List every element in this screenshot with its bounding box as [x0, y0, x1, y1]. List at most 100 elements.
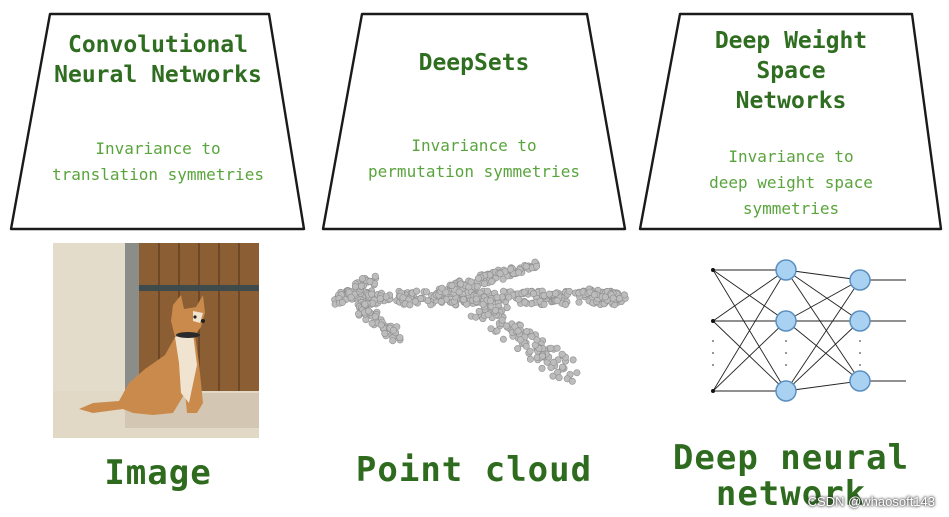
- watermark: CSDN @whaosoft143: [807, 494, 935, 509]
- point: [620, 291, 628, 299]
- point: [499, 335, 507, 343]
- trapezoid-frame: [321, 12, 627, 231]
- point: [448, 281, 456, 289]
- point: [515, 268, 523, 276]
- trapezoid-frame: [638, 12, 943, 231]
- point: [347, 293, 355, 301]
- point: [493, 293, 501, 301]
- point: [590, 291, 598, 299]
- point: [514, 345, 522, 353]
- point: [417, 295, 425, 303]
- ellipsis-dot: [859, 352, 861, 354]
- point: [565, 287, 573, 295]
- point: [474, 274, 482, 282]
- ellipsis-dot: [785, 364, 787, 366]
- panel-subtitle: Invariance to deep weight space symmetri…: [709, 147, 873, 218]
- ellipsis-dot: [712, 340, 714, 342]
- point: [475, 307, 483, 315]
- point: [493, 327, 501, 335]
- airplane-point-cloud: [331, 258, 629, 385]
- point: [438, 284, 446, 292]
- point: [533, 262, 541, 270]
- point: [411, 297, 419, 305]
- node: [849, 310, 871, 332]
- point: [559, 363, 567, 371]
- point: [522, 262, 530, 270]
- point: [568, 377, 576, 385]
- point: [526, 355, 534, 363]
- point: [505, 293, 513, 301]
- panel-subtitle: Invariance to permutation symmetries: [368, 136, 580, 181]
- node: [849, 269, 871, 291]
- point: [520, 288, 528, 296]
- point: [371, 312, 379, 320]
- point: [376, 294, 384, 302]
- point: [377, 321, 385, 329]
- point: [615, 294, 623, 302]
- point: [351, 283, 359, 291]
- point: [503, 322, 511, 330]
- point: [396, 334, 404, 342]
- point: [499, 287, 507, 295]
- ellipsis-dot: [859, 340, 861, 342]
- point: [338, 298, 346, 306]
- point: [499, 275, 507, 283]
- point: [521, 298, 529, 306]
- panel-dws: Deep Weight Space Networks Invariance to…: [633, 0, 949, 517]
- point: [484, 311, 492, 319]
- point: [467, 278, 475, 286]
- point: [522, 342, 530, 350]
- point: [503, 304, 511, 312]
- panel-title: Deep Weight Space Networks: [714, 28, 868, 114]
- point: [609, 294, 617, 302]
- point: [550, 358, 558, 366]
- point: [547, 344, 555, 352]
- panel-cnn: Convolutional Neural Networks Invariance…: [0, 0, 316, 517]
- panel-title: DeepSets: [418, 50, 530, 76]
- edge: [712, 269, 787, 322]
- point: [533, 336, 541, 344]
- point: [514, 327, 522, 335]
- ellipsis-dot: [859, 364, 861, 366]
- point: [381, 330, 389, 338]
- point: [460, 295, 468, 303]
- dog-photo: [53, 243, 259, 438]
- point: [371, 272, 379, 280]
- point: [399, 294, 407, 302]
- point: [473, 282, 481, 290]
- edge: [712, 269, 787, 392]
- point: [368, 319, 376, 327]
- point: [552, 290, 560, 298]
- point: [538, 364, 546, 372]
- point: [457, 280, 465, 288]
- point: [575, 298, 583, 306]
- point: [540, 300, 548, 308]
- point: [530, 290, 538, 298]
- point: [515, 295, 523, 303]
- point: [472, 313, 480, 321]
- point: [364, 307, 372, 315]
- point: [553, 297, 561, 305]
- edge: [785, 320, 861, 382]
- point: [472, 295, 480, 303]
- point: [455, 288, 463, 296]
- point: [573, 369, 581, 377]
- point: [479, 300, 487, 308]
- trapezoid-frame: [9, 12, 306, 231]
- point: [481, 280, 489, 288]
- node: [775, 380, 797, 402]
- point: [406, 301, 414, 309]
- point: [601, 293, 609, 301]
- panel-deepsets: DeepSets Invariance to permutation symme…: [316, 0, 632, 517]
- point: [562, 300, 570, 308]
- point: [413, 287, 421, 295]
- point: [569, 356, 577, 364]
- node: [711, 389, 715, 393]
- point: [361, 300, 369, 308]
- ellipsis-dot: [712, 364, 714, 366]
- panel-title: Convolutional Neural Networks: [54, 32, 262, 88]
- point: [507, 265, 515, 273]
- point: [545, 290, 553, 298]
- ellipsis-dot: [785, 352, 787, 354]
